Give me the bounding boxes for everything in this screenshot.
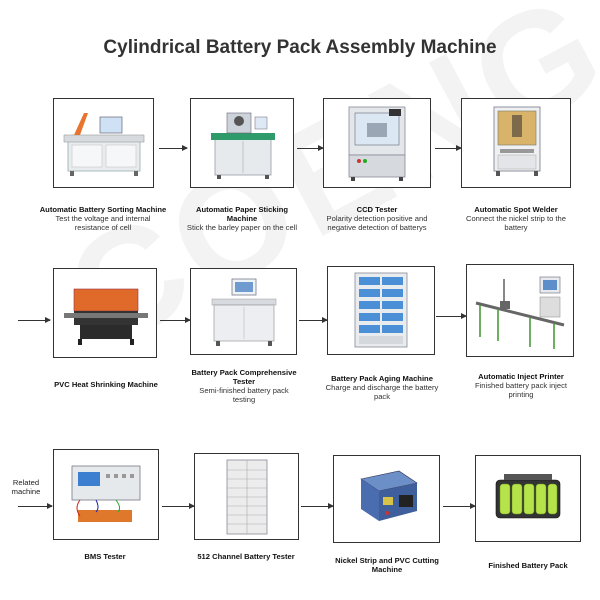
flow-arrow	[435, 145, 462, 151]
caption-paper-sticking: Automatic Paper Sticking Machine Stick t…	[180, 205, 304, 232]
machine-desc: Charge and discharge the battery pack	[325, 383, 439, 401]
caption-heat-shrinking: PVC Heat Shrinking Machine	[42, 380, 170, 389]
machine-name: BMS Tester	[84, 552, 126, 561]
machine-name: Battery Pack Aging Machine	[331, 374, 433, 383]
machine-image-comprehensive-tester	[190, 268, 297, 355]
machine-image-ccd-tester	[323, 98, 431, 188]
flow-arrow	[436, 313, 467, 319]
machine-image-512-channel-tester	[194, 453, 299, 540]
flow-arrow	[443, 503, 476, 509]
machine-name: Automatic Spot Welder	[474, 205, 558, 214]
machine-image-paper-sticking	[190, 98, 294, 188]
machine-image-cutting-machine	[333, 455, 440, 543]
flow-arrow	[160, 317, 191, 323]
machine-desc: Polarity detection positive and negative…	[326, 214, 428, 232]
caption-finished-battery-pack: Finished Battery Pack	[470, 561, 586, 570]
machine-desc: Stick the barley paper on the cell	[186, 223, 298, 232]
caption-bms-tester: BMS Tester	[48, 552, 162, 561]
machine-image-finished-battery-pack	[475, 455, 581, 542]
related-machine-label: Related machine	[11, 478, 41, 496]
machine-name: Battery Pack Comprehensive Tester	[191, 368, 297, 386]
flow-arrow	[301, 503, 334, 509]
page-title: Cylindrical Battery Pack Assembly Machin…	[103, 37, 497, 58]
machine-name: PVC Heat Shrinking Machine	[54, 380, 158, 389]
machine-name: Automatic Battery Sorting Machine	[39, 205, 167, 214]
caption-spot-welder: Automatic Spot Welder Connect the nickel…	[456, 205, 576, 232]
machine-name: Finished Battery Pack	[488, 561, 568, 570]
machine-image-heat-shrinking	[53, 268, 157, 358]
machine-name: CCD Tester	[356, 205, 398, 214]
flow-arrow	[18, 317, 51, 323]
machine-image-aging-machine	[327, 266, 435, 355]
machine-desc: Finished battery pack inject printing	[474, 381, 567, 399]
machine-desc: Semi-finished battery pack testing	[199, 386, 289, 404]
flow-arrow	[18, 503, 53, 509]
caption-aging-machine: Battery Pack Aging Machine Charge and di…	[324, 374, 440, 401]
machine-name: Automatic Inject Printer	[478, 372, 564, 381]
caption-sorting: Automatic Battery Sorting Machine Test t…	[38, 205, 168, 232]
flow-arrow	[299, 317, 328, 323]
flow-arrow	[297, 145, 324, 151]
caption-ccd-tester: CCD Tester Polarity detection positive a…	[322, 205, 432, 232]
machine-desc: Test the voltage and internal resistance…	[55, 214, 151, 232]
machine-name: Nickel Strip and PVC Cutting Machine	[335, 556, 439, 574]
machine-desc: Connect the nickel strip to the battery	[465, 214, 567, 232]
flow-arrow	[162, 503, 195, 509]
machine-image-inject-printer	[466, 264, 574, 357]
machine-image-bms-tester	[53, 449, 159, 540]
machine-name: Automatic Paper Sticking Machine	[196, 205, 288, 223]
caption-comprehensive-tester: Battery Pack Comprehensive Tester Semi-f…	[190, 368, 298, 404]
machine-name: 512 Channel Battery Tester	[197, 552, 295, 561]
machine-image-spot-welder	[461, 98, 571, 188]
machine-image-sorting	[53, 98, 154, 188]
caption-cutting-machine: Nickel Strip and PVC Cutting Machine	[330, 556, 444, 574]
caption-512-channel-tester: 512 Channel Battery Tester	[196, 552, 296, 561]
caption-inject-printer: Automatic Inject Printer Finished batter…	[462, 372, 580, 399]
flow-arrow	[159, 145, 188, 151]
